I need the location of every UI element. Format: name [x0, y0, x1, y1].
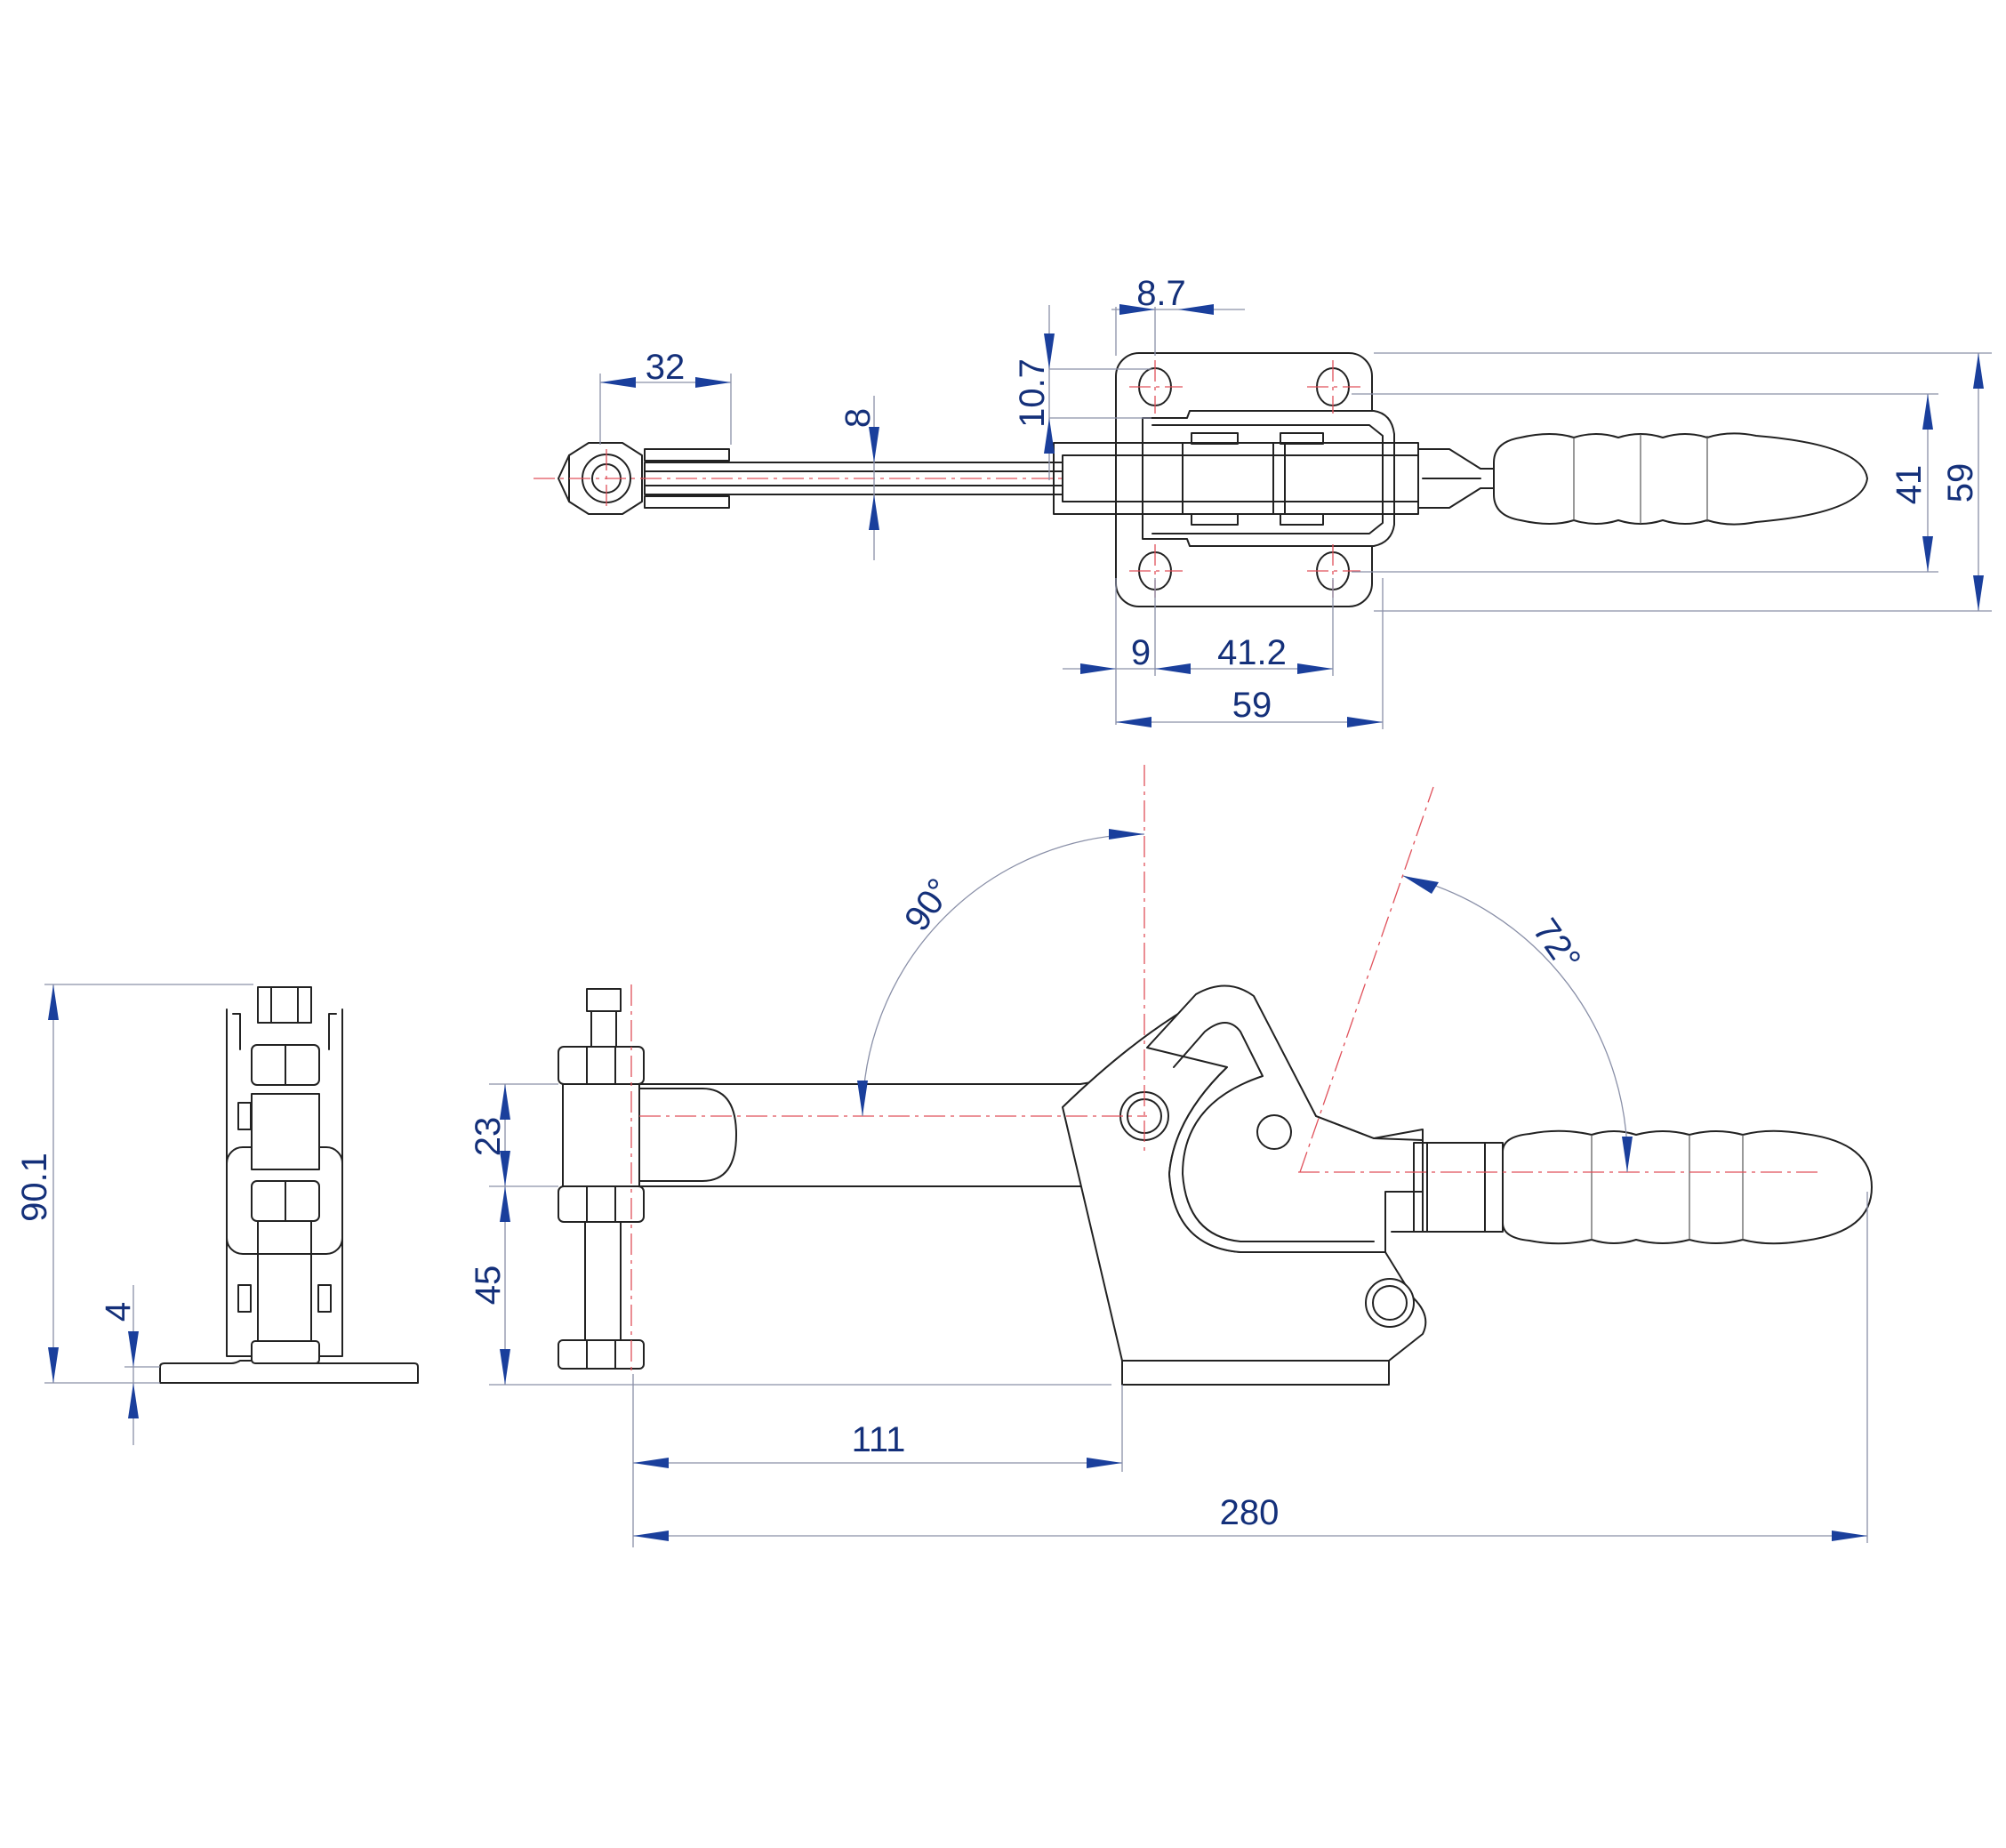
arrow	[1973, 353, 1984, 389]
top-pin-3	[1191, 513, 1239, 526]
top-body	[1142, 410, 1395, 547]
arrow	[633, 1531, 669, 1541]
arrow	[1044, 333, 1055, 369]
dim-90-1-label: 90.1	[15, 1153, 54, 1222]
side-bolt-head	[251, 1340, 320, 1364]
dim-4-label: 4	[99, 1302, 138, 1322]
dim-8-label: 8	[839, 408, 878, 428]
dim-9-label: 9	[1131, 633, 1151, 672]
arrow	[128, 1331, 139, 1367]
arrow	[48, 984, 59, 1020]
top-pin-1	[1191, 432, 1239, 445]
top-pin-4	[1280, 513, 1324, 526]
arrow	[1087, 1458, 1122, 1468]
top-handle-grip	[1493, 432, 1868, 526]
front-arm-slot	[638, 1088, 737, 1182]
front-spindle-tip	[586, 988, 622, 1012]
arrow	[1832, 1531, 1867, 1541]
arrow	[1347, 717, 1383, 727]
dim-111-label: 111	[852, 1420, 906, 1459]
top-fork-top	[644, 448, 730, 462]
arrow	[1297, 663, 1333, 674]
front-arm	[638, 1080, 1103, 1187]
arrow	[1973, 575, 1984, 611]
front-spindle-sleeve	[562, 1083, 640, 1187]
top-body-inner	[1151, 424, 1384, 534]
dim-280-label: 280	[1220, 1493, 1280, 1532]
side-view	[159, 986, 419, 1384]
front-base-plate	[1121, 1360, 1390, 1386]
top-view	[534, 352, 1868, 607]
dim-41-2-label: 41.2	[1217, 633, 1287, 672]
arrow	[1116, 717, 1151, 727]
arrow	[869, 427, 879, 462]
arrow	[1622, 1137, 1633, 1172]
arrow	[869, 494, 879, 530]
angle-72-arc	[1402, 875, 1628, 1173]
side-view-dimensions: 90.1 4	[15, 984, 253, 1445]
front-spindle-thread	[584, 1221, 622, 1341]
arrow	[500, 1151, 510, 1186]
arrow	[1119, 304, 1155, 315]
arrow	[500, 1349, 510, 1385]
angle-90-label: 90°	[897, 872, 960, 938]
arrow	[1080, 663, 1116, 674]
arrow	[1155, 663, 1191, 674]
front-bolt-head	[558, 1339, 645, 1370]
dim-59-right-label: 59	[1941, 463, 1980, 503]
dim-32-label: 32	[646, 348, 686, 387]
front-pivot-link	[1256, 1114, 1292, 1150]
dim-8-7-label: 8.7	[1136, 274, 1186, 313]
dim-23-label: 23	[469, 1117, 508, 1157]
dim-59-bottom-label: 59	[1232, 686, 1272, 725]
arrow	[1044, 418, 1055, 454]
arrow	[857, 1081, 868, 1116]
arrow	[1922, 536, 1933, 572]
side-spindle-top	[257, 986, 312, 1024]
arrow	[695, 377, 731, 388]
dim-10-7-label: 10.7	[1013, 358, 1052, 428]
arrow	[128, 1383, 139, 1418]
arrow	[1109, 829, 1144, 840]
arrow	[500, 1084, 510, 1120]
front-link-inner	[1173, 1022, 1375, 1242]
arrow	[500, 1186, 510, 1222]
angle-90-arc	[862, 833, 1145, 1117]
arrow	[1178, 304, 1214, 315]
angle-72-label: 72°	[1525, 912, 1588, 978]
front-handle-arm	[1315, 1115, 1424, 1233]
dim-45-label: 45	[469, 1265, 508, 1306]
front-view	[558, 765, 1873, 1386]
arrow	[1403, 876, 1439, 894]
arrow	[633, 1458, 669, 1468]
arrow	[600, 377, 636, 388]
side-spacer	[251, 1093, 320, 1170]
top-pin-2	[1280, 432, 1324, 445]
front-handle-grip	[1502, 1129, 1873, 1245]
arrow	[1922, 394, 1933, 430]
side-spindle-bottom	[257, 1220, 312, 1342]
top-fork-bottom	[644, 495, 730, 509]
arrow	[48, 1347, 59, 1383]
dim-41-label: 41	[1890, 465, 1929, 505]
top-view-dimensions: 32 8 10.7 8.7 41 59	[599, 274, 1992, 729]
